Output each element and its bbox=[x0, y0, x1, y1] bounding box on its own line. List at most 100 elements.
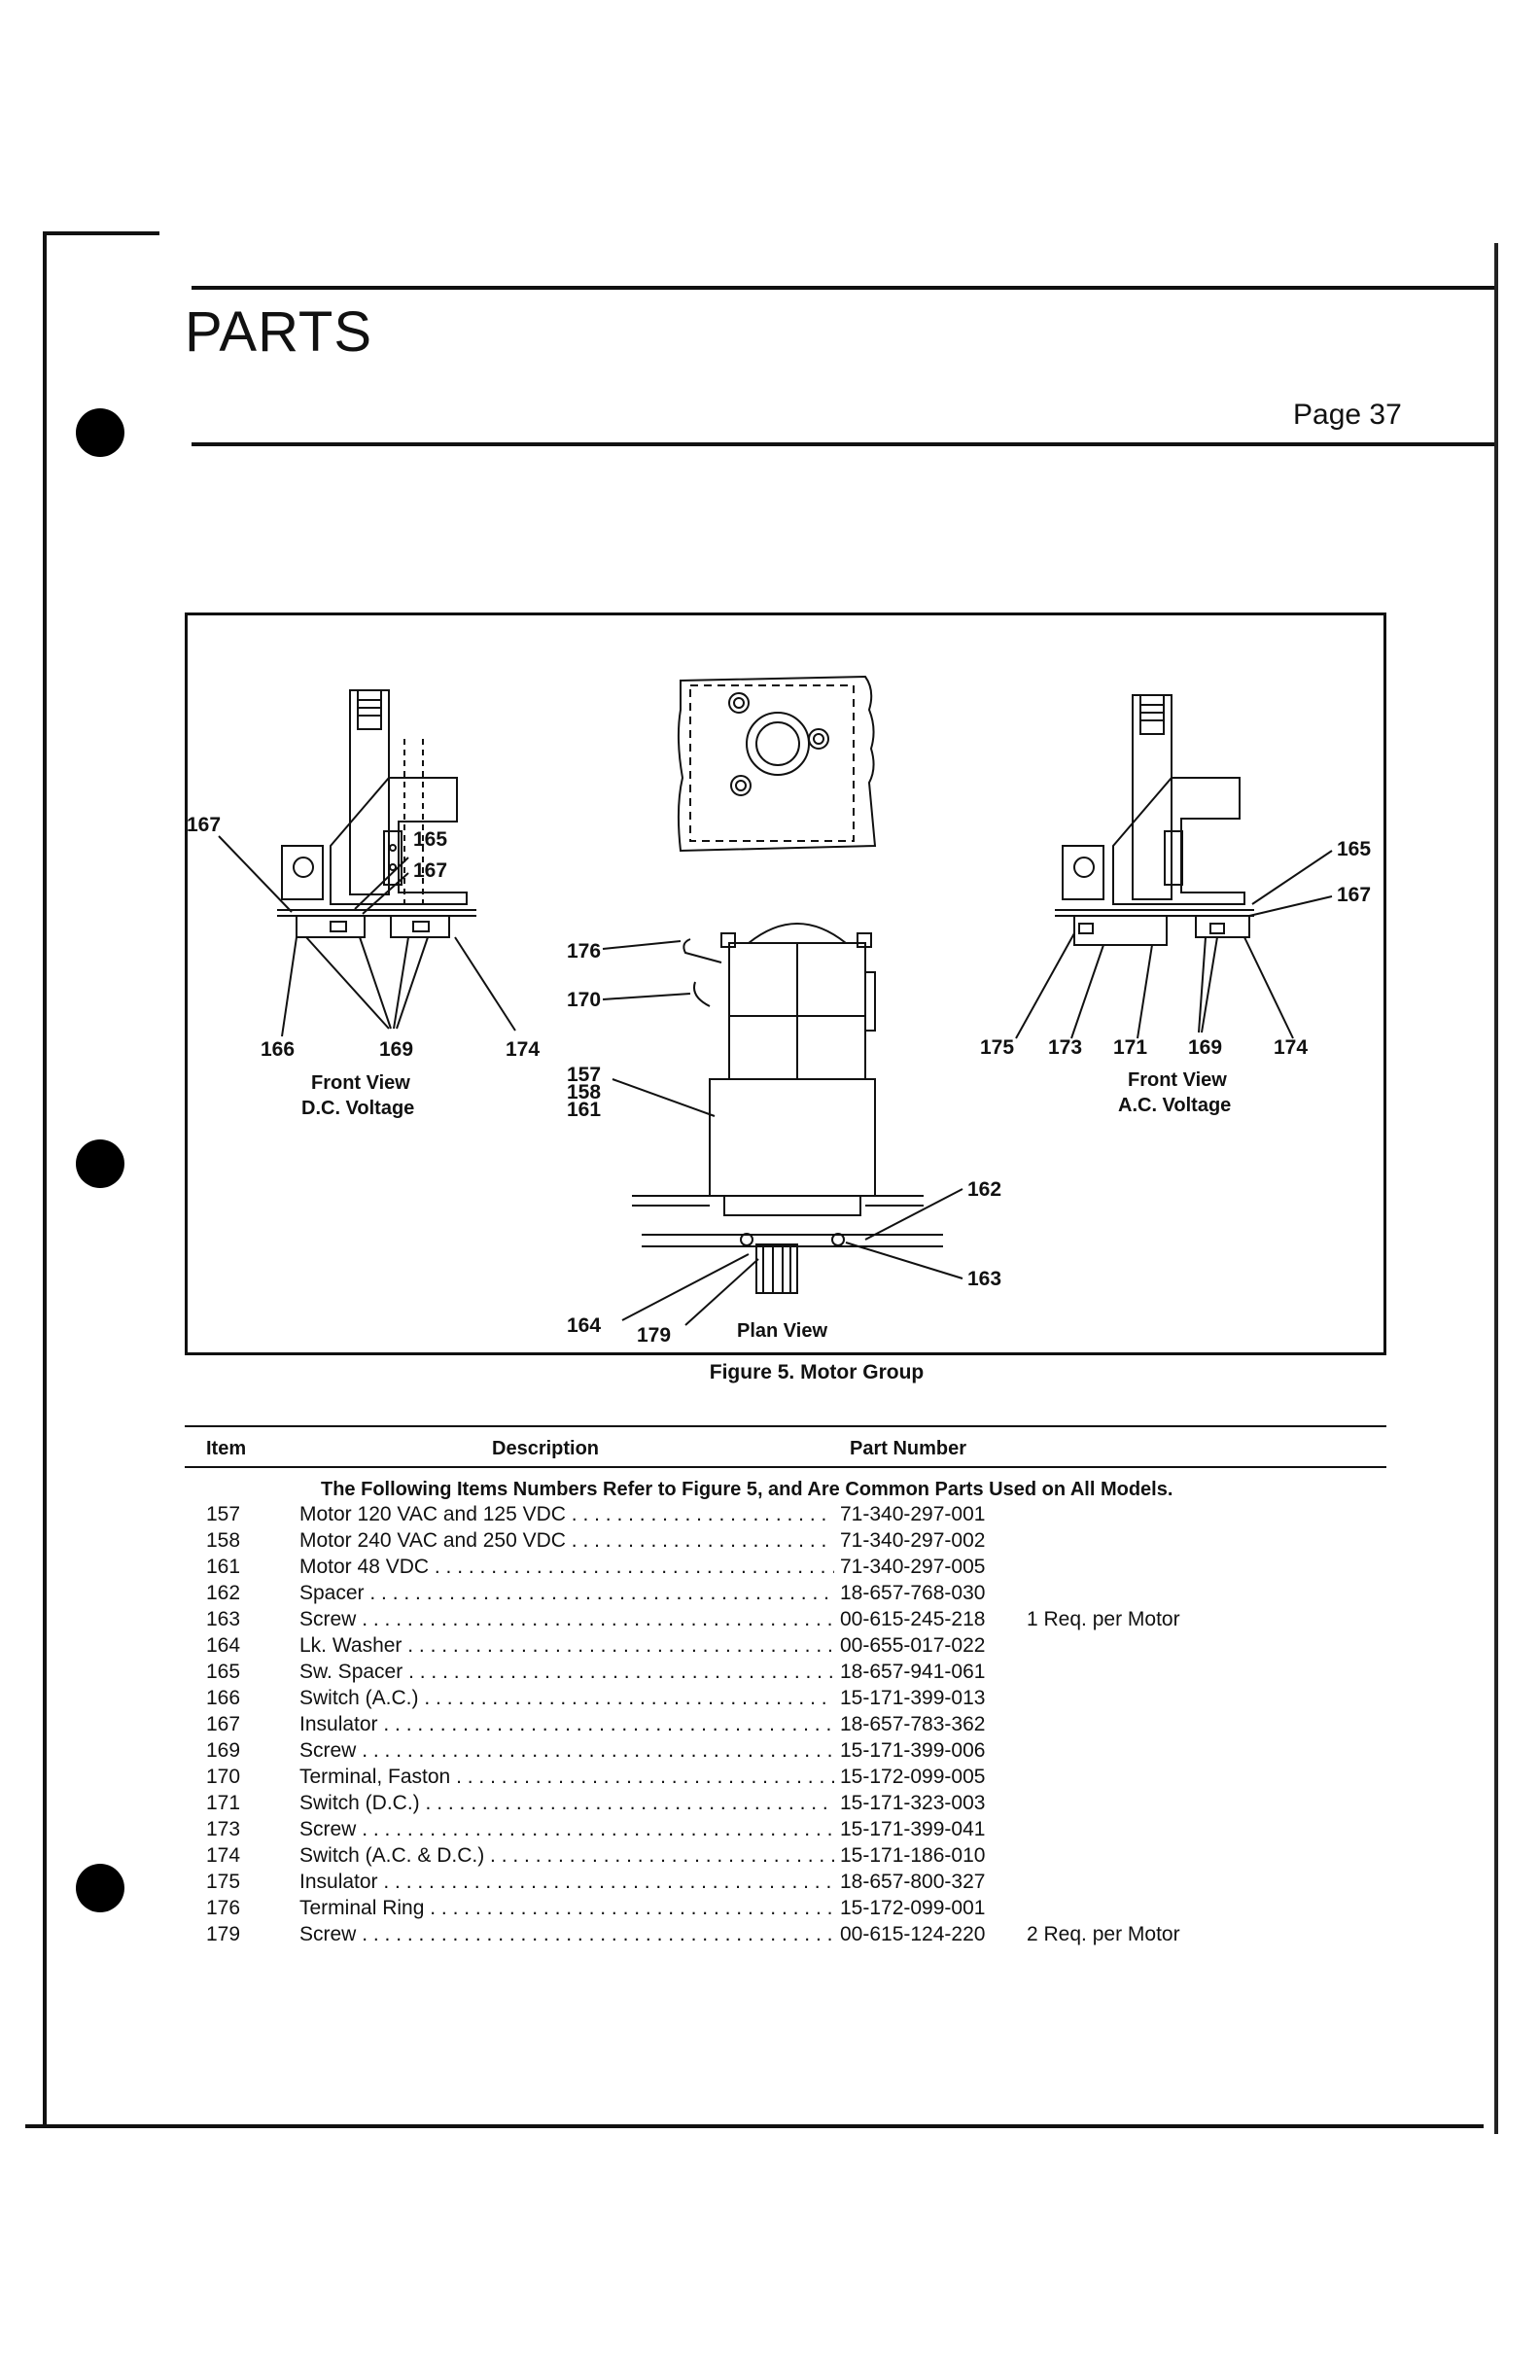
table-row: 173 Screw15-171-399-041 bbox=[185, 1818, 1386, 1844]
item-description: Terminal Ring bbox=[299, 1897, 980, 1920]
item-number: 163 bbox=[206, 1608, 241, 1630]
figure-caption: Figure 5. Motor Group bbox=[709, 1361, 925, 1383]
callout-163: 163 bbox=[967, 1268, 1001, 1290]
part-number: 18-657-783-362 bbox=[834, 1713, 986, 1736]
callout-165-right: 165 bbox=[1337, 838, 1371, 860]
item-number: 173 bbox=[206, 1818, 241, 1840]
left-view-label-2: D.C. Voltage bbox=[301, 1098, 414, 1119]
callout-174-right: 174 bbox=[1274, 1036, 1308, 1059]
item-description: Switch (A.C. & D.C.) bbox=[299, 1844, 980, 1868]
plan-detail-drawing bbox=[677, 675, 877, 853]
page-frame-bottom-edge bbox=[25, 2124, 1484, 2128]
part-number: 15-172-099-005 bbox=[834, 1766, 986, 1789]
part-number: 15-172-099-001 bbox=[834, 1897, 986, 1920]
callout-179: 179 bbox=[637, 1324, 671, 1347]
item-number: 174 bbox=[206, 1844, 241, 1867]
header-rule-bottom bbox=[192, 442, 1494, 446]
callout-167-left: 167 bbox=[187, 814, 221, 836]
item-description: Insulator bbox=[299, 1713, 980, 1736]
item-description: Lk. Washer bbox=[299, 1634, 980, 1658]
table-row: 179 Screw00-615-124-220 2 Req. per Motor bbox=[185, 1923, 1386, 1949]
table-row: 162Spacer18-657-768-030 bbox=[185, 1582, 1386, 1608]
callout-173: 173 bbox=[1048, 1036, 1082, 1059]
table-header-rule-bottom bbox=[185, 1466, 1386, 1468]
column-header-part-number: Part Number bbox=[850, 1438, 967, 1459]
item-number: 158 bbox=[206, 1529, 241, 1552]
parts-list: 157 Motor 120 VAC and 125 VDC 71-340-297-0… bbox=[185, 1503, 1386, 1949]
item-number: 162 bbox=[206, 1582, 241, 1604]
figure-frame bbox=[185, 612, 1386, 1355]
item-number: 157 bbox=[206, 1503, 241, 1525]
callout-175: 175 bbox=[980, 1036, 1014, 1059]
table-row: 176 Terminal Ring15-172-099-001 bbox=[185, 1897, 1386, 1923]
callout-171: 171 bbox=[1113, 1036, 1147, 1059]
binder-hole bbox=[76, 1139, 124, 1188]
callout-176: 176 bbox=[567, 940, 601, 962]
item-description: Screw bbox=[299, 1739, 980, 1763]
callout-158: 158 bbox=[567, 1081, 601, 1103]
item-description: Switch (A.C.) bbox=[299, 1687, 980, 1710]
part-number: 15-171-399-041 bbox=[834, 1818, 986, 1841]
page-title: PARTS bbox=[185, 300, 373, 364]
table-row: 174 Switch (A.C. & D.C.)15-171-186-010 bbox=[185, 1844, 1386, 1871]
part-number: 71-340-297-005 bbox=[834, 1556, 986, 1579]
table-row: 166 Switch (A.C.)15-171-399-013 bbox=[185, 1687, 1386, 1713]
column-header-item: Item bbox=[206, 1438, 247, 1459]
item-number: 176 bbox=[206, 1897, 241, 1919]
part-number: 00-615-245-218 bbox=[834, 1608, 986, 1631]
callout-167-right: 167 bbox=[1337, 884, 1371, 906]
item-description: Screw bbox=[299, 1923, 980, 1946]
table-row: 169Screw15-171-399-006 bbox=[185, 1739, 1386, 1766]
table-row: 167 Insulator18-657-783-362 bbox=[185, 1713, 1386, 1739]
item-description: Motor 120 VAC and 125 VDC bbox=[299, 1503, 980, 1526]
item-number: 164 bbox=[206, 1634, 241, 1657]
callout-164: 164 bbox=[567, 1314, 601, 1337]
page-frame-top-edge bbox=[43, 231, 159, 235]
callout-170: 170 bbox=[567, 989, 601, 1011]
header-rule-top bbox=[192, 286, 1494, 290]
callout-161: 161 bbox=[567, 1099, 601, 1121]
item-number: 175 bbox=[206, 1871, 241, 1893]
right-view-label-2: A.C. Voltage bbox=[1118, 1095, 1231, 1116]
part-number: 18-657-800-327 bbox=[834, 1871, 986, 1894]
part-number: 15-171-399-013 bbox=[834, 1687, 986, 1710]
item-description: Screw bbox=[299, 1818, 980, 1841]
callout-169-left: 169 bbox=[379, 1038, 413, 1061]
item-description: Motor 240 VAC and 250 VDC bbox=[299, 1529, 980, 1553]
callout-162: 162 bbox=[967, 1178, 1001, 1201]
callout-157: 157 bbox=[567, 1064, 601, 1086]
part-number: 18-657-768-030 bbox=[834, 1582, 986, 1605]
callout-165-left: 165 bbox=[413, 828, 447, 851]
motor-drawing bbox=[632, 923, 943, 1294]
item-note: 1 Req. per Motor bbox=[1027, 1608, 1180, 1630]
page-number: Page 37 bbox=[1293, 399, 1402, 431]
table-row: 175 Insulator18-657-800-327 bbox=[185, 1871, 1386, 1897]
binder-hole bbox=[76, 1864, 124, 1912]
item-number: 161 bbox=[206, 1556, 241, 1578]
part-number: 18-657-941-061 bbox=[834, 1661, 986, 1684]
part-number: 15-171-186-010 bbox=[834, 1844, 986, 1868]
item-number: 167 bbox=[206, 1713, 241, 1735]
callout-169-right: 169 bbox=[1188, 1036, 1222, 1059]
item-description: Sw. Spacer bbox=[299, 1661, 980, 1684]
column-header-description: Description bbox=[492, 1438, 600, 1459]
part-number: 15-171-323-003 bbox=[834, 1792, 986, 1815]
page-frame-left-edge bbox=[43, 235, 47, 2126]
callout-166: 166 bbox=[261, 1038, 295, 1061]
item-number: 165 bbox=[206, 1661, 241, 1683]
item-number: 179 bbox=[206, 1923, 241, 1945]
item-description: Insulator bbox=[299, 1871, 980, 1894]
item-note: 2 Req. per Motor bbox=[1027, 1923, 1180, 1945]
item-number: 170 bbox=[206, 1766, 241, 1788]
item-number: 171 bbox=[206, 1792, 241, 1814]
part-number: 00-615-124-220 bbox=[834, 1923, 986, 1946]
callout-167-left-2: 167 bbox=[413, 859, 447, 882]
binder-hole bbox=[76, 408, 124, 457]
item-description: Motor 48 VDC bbox=[299, 1556, 980, 1579]
right-view-label-1: Front View bbox=[1128, 1069, 1227, 1091]
left-front-view-drawing bbox=[277, 689, 476, 938]
item-number: 166 bbox=[206, 1687, 241, 1709]
